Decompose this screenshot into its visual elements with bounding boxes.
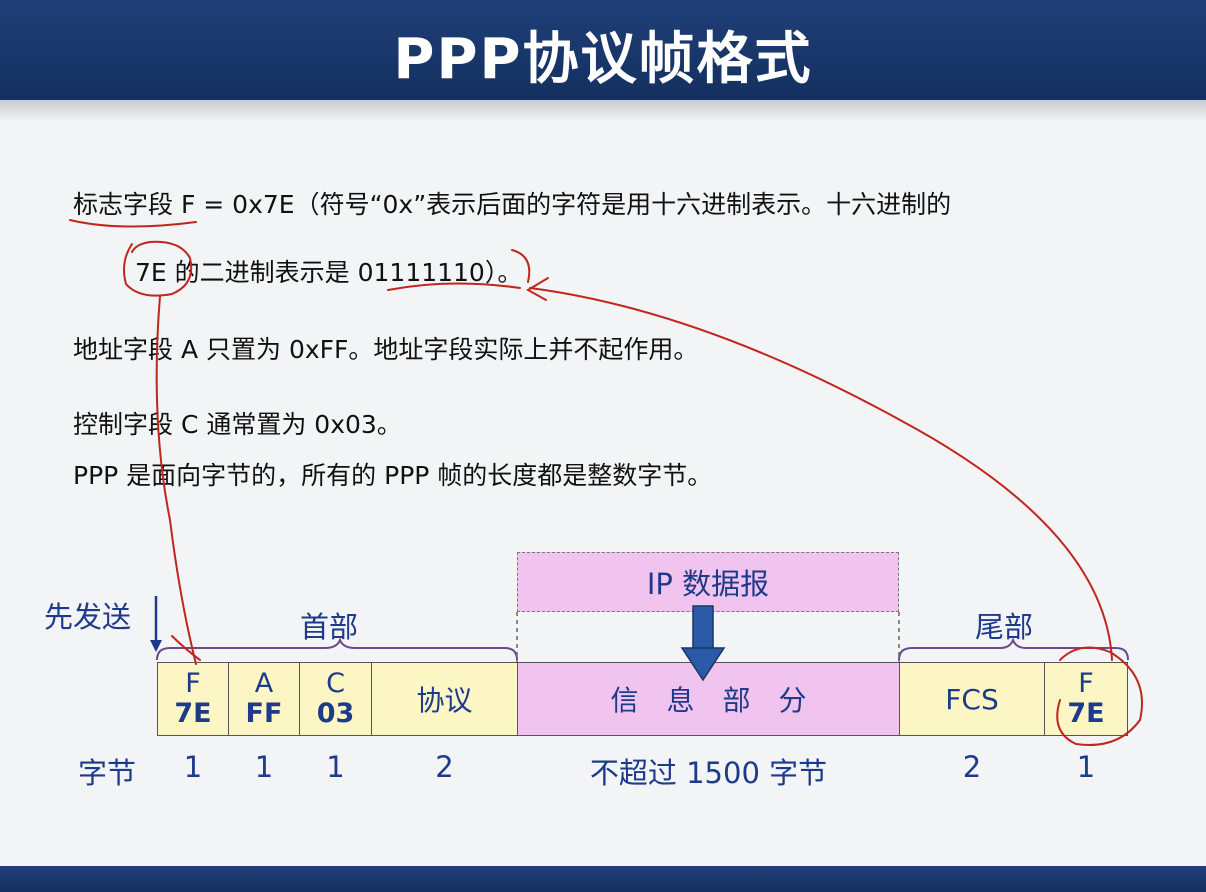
paragraph-control: 控制字段 C 通常置为 0x03。 (73, 410, 402, 439)
field-flag-end-value: 7E (1067, 698, 1105, 729)
underline-binary (387, 282, 521, 291)
red-annotations (69, 219, 1143, 746)
line-7e-down (155, 295, 197, 665)
bytes-fcs: 2 (962, 750, 982, 784)
curve-from-end-flag (529, 287, 1113, 661)
bytes-information: 不超过 1500 字节 (589, 756, 828, 790)
field-address-name: A (254, 668, 274, 699)
ip-datagram-label: IP 数据报 (646, 567, 770, 601)
field-protocol: 协议 (371, 662, 518, 736)
field-information-name: 信 息 部 分 (610, 684, 807, 717)
bracket-binary (511, 249, 531, 283)
bytes-control: 1 (326, 750, 345, 784)
field-flag-start-name: F (185, 668, 201, 699)
field-fcs: FCS (899, 662, 1045, 736)
title-shadow (0, 100, 1206, 122)
header-brace (156, 637, 518, 661)
circle-end-flag (1056, 646, 1143, 746)
paragraph-address: 地址字段 A 只置为 0xFF。地址字段实际上并不起作用。 (73, 335, 699, 364)
trailer-label: 尾部 (975, 610, 1034, 644)
send-first-arrow (150, 596, 162, 652)
field-fcs-name: FCS (945, 682, 999, 716)
field-flag-end-name: F (1078, 668, 1094, 699)
bytes-protocol: 2 (435, 750, 454, 784)
title-bar (0, 0, 1206, 100)
send-first-label: 先发送 (44, 600, 132, 634)
bytes-row-label: 字节 (77, 756, 136, 790)
underline-flag-field (69, 219, 197, 228)
field-control: C 03 (299, 662, 372, 736)
circle-7e-text (123, 240, 193, 297)
header-label: 首部 (300, 610, 359, 644)
ip-datagram-box: IP 数据报 (517, 552, 899, 612)
field-flag-start: F 7E (157, 662, 229, 736)
ip-into-info-arrow (680, 605, 726, 682)
field-protocol-name: 协议 (416, 684, 473, 717)
bytes-flag-start: 1 (183, 750, 203, 784)
trailer-brace (898, 637, 1129, 661)
field-control-value: 03 (316, 698, 355, 729)
field-address: A FF (228, 662, 300, 736)
arrowhead-binary (526, 277, 549, 301)
paragraph-byte-oriented: PPP 是面向字节的，所有的 PPP 帧的长度都是整数字节。 (73, 461, 713, 490)
paragraph-flag-line2: 7E 的二进制表示是 01111110）。 (135, 258, 523, 287)
tick-near-flag (171, 635, 201, 661)
bytes-flag-end: 1 (1076, 750, 1096, 784)
bottom-bar (0, 866, 1206, 892)
field-flag-start-value: 7E (174, 698, 212, 729)
paragraph-flag-line1: 标志字段 F = 0x7E（符号“0x”表示后面的字符是用十六进制表示。十六进制… (73, 190, 952, 219)
field-control-name: C (326, 668, 345, 699)
field-information: 信 息 部 分 (517, 662, 900, 736)
field-address-value: FF (245, 698, 283, 729)
bytes-address: 1 (254, 750, 274, 784)
slide-title: PPP协议帧格式 (393, 27, 813, 92)
